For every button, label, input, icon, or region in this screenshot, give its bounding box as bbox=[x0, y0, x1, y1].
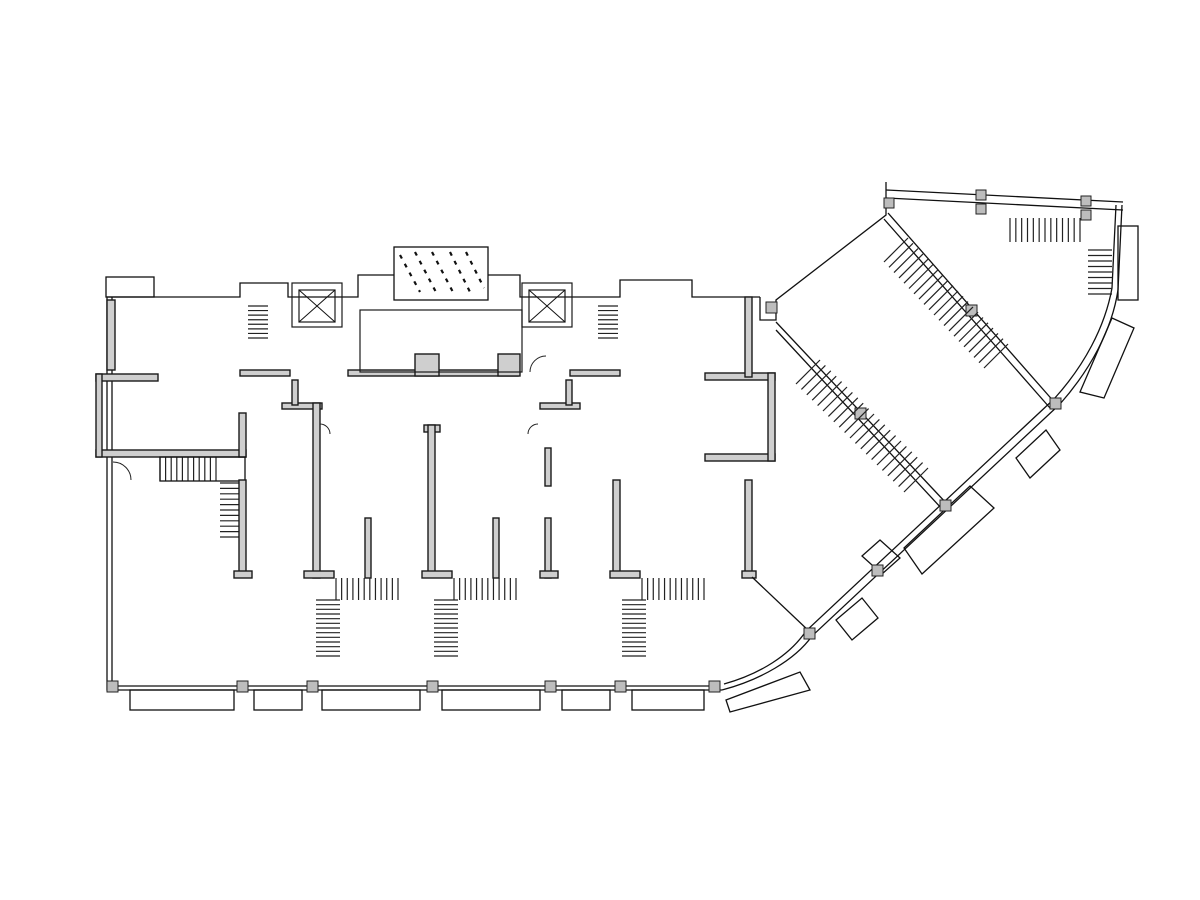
stair-tread bbox=[933, 290, 959, 316]
stair-tread bbox=[892, 456, 918, 482]
stair-tread bbox=[795, 359, 821, 385]
elevator-left bbox=[291, 282, 343, 328]
curved-wing-outline bbox=[721, 182, 1124, 691]
stair-tread bbox=[860, 424, 886, 450]
stair-tread bbox=[811, 375, 837, 401]
stair-tread bbox=[838, 402, 864, 428]
stair-tread bbox=[903, 467, 929, 493]
west-stair-landing bbox=[159, 456, 246, 482]
stair-tread bbox=[963, 322, 989, 348]
stair-tread bbox=[881, 445, 907, 471]
stair-tread bbox=[806, 370, 832, 396]
elevator-right bbox=[521, 282, 573, 328]
top-left-block bbox=[105, 276, 155, 298]
stair-tread bbox=[800, 364, 826, 390]
stair-tread bbox=[849, 413, 875, 439]
stair-tread bbox=[973, 332, 999, 358]
stair-tread bbox=[827, 391, 853, 417]
lobby-room bbox=[359, 309, 523, 373]
stair-tread bbox=[908, 264, 934, 289]
stair-tread bbox=[898, 462, 924, 488]
stair-tread bbox=[887, 451, 913, 477]
curved-wing-balconies bbox=[725, 225, 1139, 713]
door-swings bbox=[112, 355, 547, 481]
unit-stair-2 bbox=[434, 578, 517, 657]
core-stair-left bbox=[248, 305, 268, 339]
bottom-columns bbox=[106, 680, 721, 693]
stair-tread bbox=[943, 301, 969, 327]
west-stair bbox=[159, 457, 244, 538]
wing-stair-top bbox=[1009, 218, 1112, 295]
stair-tread bbox=[822, 386, 848, 412]
stair-tread bbox=[898, 253, 924, 279]
stair-tread bbox=[871, 435, 897, 461]
bottom-window-bays bbox=[129, 689, 705, 711]
stair-tread bbox=[903, 258, 929, 284]
stair-tread bbox=[953, 311, 979, 337]
stair-tread bbox=[854, 418, 880, 444]
stair-tread bbox=[893, 248, 919, 274]
stair-tread bbox=[913, 269, 939, 295]
stair-tread bbox=[938, 295, 964, 321]
west-bay-walls bbox=[95, 299, 247, 458]
stair-tread bbox=[865, 429, 891, 455]
stair-tread bbox=[983, 343, 1009, 369]
stair-tread bbox=[958, 317, 984, 342]
stair-tread bbox=[817, 381, 843, 407]
planter-hatched bbox=[393, 246, 489, 301]
stair-tread bbox=[928, 285, 954, 311]
stair-tread bbox=[923, 279, 949, 305]
curved-wing-columns bbox=[765, 189, 1092, 640]
stair-tread bbox=[978, 338, 1004, 364]
stair-tread bbox=[844, 408, 870, 434]
stair-tread bbox=[876, 440, 902, 466]
interior-walls bbox=[233, 296, 776, 579]
stair-tread bbox=[968, 327, 994, 353]
stair-tread bbox=[888, 242, 914, 268]
wing-stair-lower bbox=[795, 359, 929, 493]
wing-stair-upper bbox=[883, 237, 1009, 369]
stair-tread bbox=[918, 274, 944, 300]
core-stair-right bbox=[598, 305, 618, 339]
unit-stair-1 bbox=[316, 578, 399, 657]
stair-tread bbox=[833, 397, 859, 423]
stair-tread bbox=[883, 237, 909, 263]
stair-tread bbox=[948, 306, 974, 332]
unit-stair-3 bbox=[622, 578, 705, 657]
